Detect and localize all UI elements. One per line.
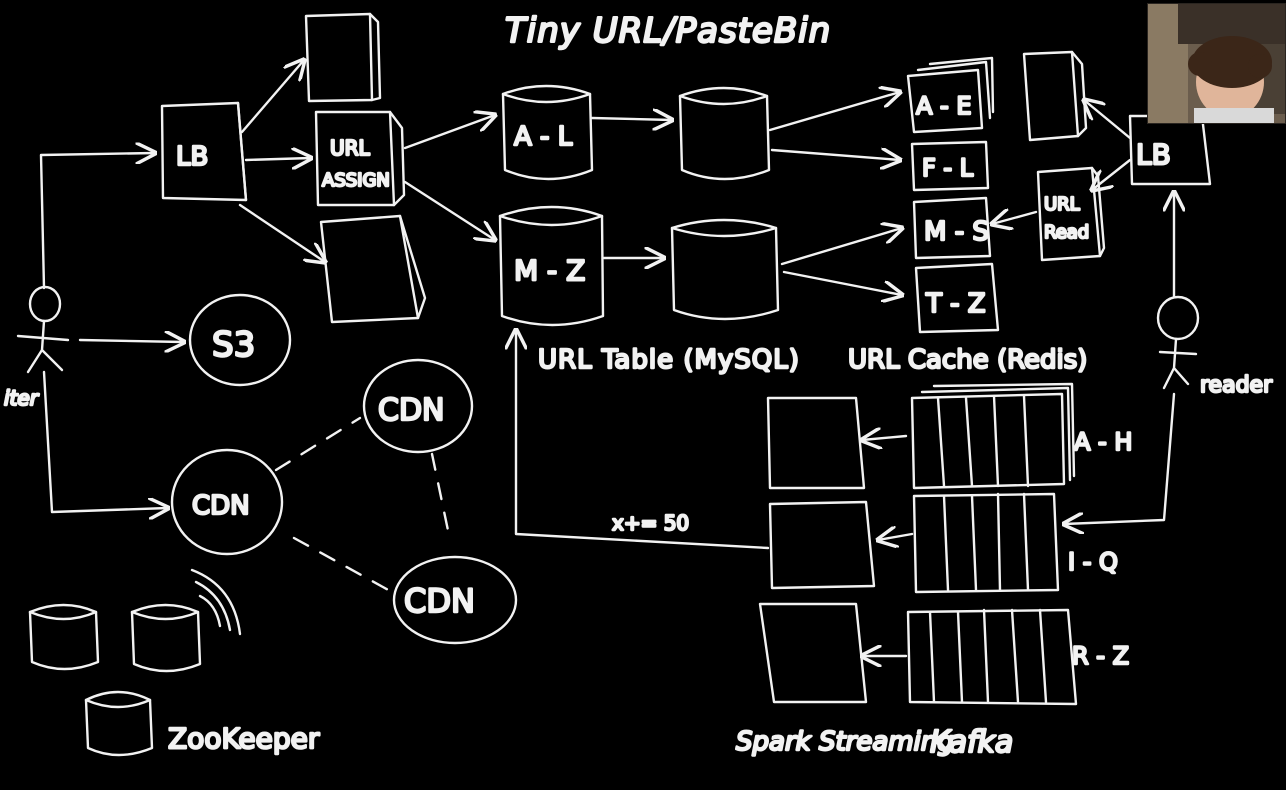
cdn-node-left — [170, 448, 284, 556]
replica-to-cache-ae-arrow — [768, 92, 900, 132]
read-lb-to-url-read-arrow — [1092, 158, 1132, 190]
url-read-label-line1: URL — [1044, 194, 1080, 215]
read-lb-label: LB — [1136, 138, 1171, 171]
url-table-replica-top — [678, 86, 771, 181]
reader-to-kafka-arrow — [1064, 392, 1176, 524]
lb-to-server-top-arrow — [240, 60, 304, 134]
replica-to-cache-fl-arrow — [770, 150, 900, 160]
write-load-balancer — [160, 101, 248, 202]
zookeeper-node-2 — [130, 603, 202, 673]
url-assign-server — [314, 110, 406, 207]
url-table-label: URL Table (MySQL) — [538, 345, 800, 375]
url-table-partition-m-z — [498, 205, 605, 327]
writer-to-s3-arrow — [78, 340, 184, 342]
lb-to-server-bottom-arrow — [238, 203, 325, 262]
app-server-bottom — [319, 214, 427, 324]
diagram-title: Tiny URL/PasteBin — [505, 11, 831, 51]
cdn-node-top-label: CDN — [378, 393, 445, 428]
lb-to-url-assign-arrow — [244, 158, 311, 160]
url-cache-partition-f-l — [910, 140, 990, 192]
writer-label: iter — [4, 386, 40, 410]
read-lb-to-server-top-arrow — [1084, 100, 1132, 140]
url-cache-partition-t-z — [914, 262, 1000, 334]
writer-to-lb-arrow — [39, 153, 155, 290]
cdn-link-left-bottom — [292, 536, 394, 594]
assign-to-table-mz-arrow — [403, 180, 495, 240]
assign-to-table-al-arrow — [403, 115, 495, 150]
kafka-partition-i-q — [912, 492, 1060, 594]
replica-to-cache-ms-arrow — [780, 228, 902, 266]
url-assign-label-line2: ASSIGN — [322, 170, 390, 191]
zookeeper-node-3 — [84, 690, 154, 757]
kafka-partition-a-h — [910, 382, 1076, 490]
spark-to-url-table-arrow — [516, 330, 770, 550]
cache-partition-f-l-label: F - L — [922, 154, 974, 182]
spark-consumer-bottom — [758, 602, 868, 704]
url-table-partition-a-l — [501, 84, 594, 181]
kafka-partition-r-z-label: R - Z — [1072, 642, 1129, 670]
table-partition-m-z-label: M - Z — [514, 254, 585, 287]
zookeeper-node-1 — [28, 603, 100, 671]
kafka-label: Kafka — [930, 725, 1013, 760]
read-server-top — [1022, 50, 1088, 142]
s3-label: S3 — [212, 325, 255, 365]
kafka-partition-i-q-label: I - Q — [1068, 548, 1118, 576]
spark-consumer-top — [766, 396, 866, 490]
reader-label: reader — [1200, 373, 1273, 398]
table-partition-a-l-label: A - L — [514, 122, 573, 152]
kafka-partition-a-h-label: A - H — [1074, 428, 1132, 456]
signal-waves-icon — [190, 568, 242, 636]
url-cache-partition-a-e — [906, 56, 995, 134]
count-annotation: x+= 50 — [612, 511, 689, 535]
writer-to-cdn-arrow — [42, 370, 168, 512]
presenter-webcam — [1147, 3, 1286, 124]
url-read-to-cache-arrow — [992, 212, 1038, 224]
cdn-node-top — [362, 358, 474, 454]
cache-partition-m-s-label: M - S — [924, 217, 989, 247]
zookeeper-label: ZooKeeper — [168, 722, 320, 755]
cache-partition-t-z-label: T - Z — [925, 289, 986, 319]
cache-partition-a-e-label: A - E — [916, 92, 972, 120]
kafka-partition-r-z — [906, 608, 1078, 706]
replica-to-cache-tz-arrow — [782, 270, 902, 295]
reader-actor — [1156, 295, 1200, 390]
cdn-node-bottom — [392, 555, 518, 645]
url-cache-partition-m-s — [912, 196, 992, 260]
url-read-label-line2: Read — [1044, 222, 1089, 243]
url-assign-label-line1: URL — [330, 136, 371, 160]
url-table-replica-bottom — [670, 218, 780, 321]
write-lb-label: LB — [176, 142, 208, 172]
app-server-top — [304, 12, 382, 103]
kafka-to-spark-middle-arrow — [878, 534, 914, 540]
spark-streaming-label: Spark Streaming — [736, 727, 954, 757]
cdn-link-top-bottom — [430, 452, 452, 542]
spark-consumer-middle — [768, 500, 876, 590]
url-cache-label: URL Cache (Redis) — [848, 345, 1087, 375]
kafka-to-spark-top-arrow — [862, 436, 908, 440]
replication-arrow-top — [590, 118, 672, 120]
writer-actor — [16, 285, 70, 374]
cdn-node-bottom-label: CDN — [404, 582, 475, 620]
cdn-link-left-top — [274, 416, 362, 472]
s3-blob-store — [188, 293, 292, 387]
cdn-node-left-label: CDN — [192, 491, 250, 521]
